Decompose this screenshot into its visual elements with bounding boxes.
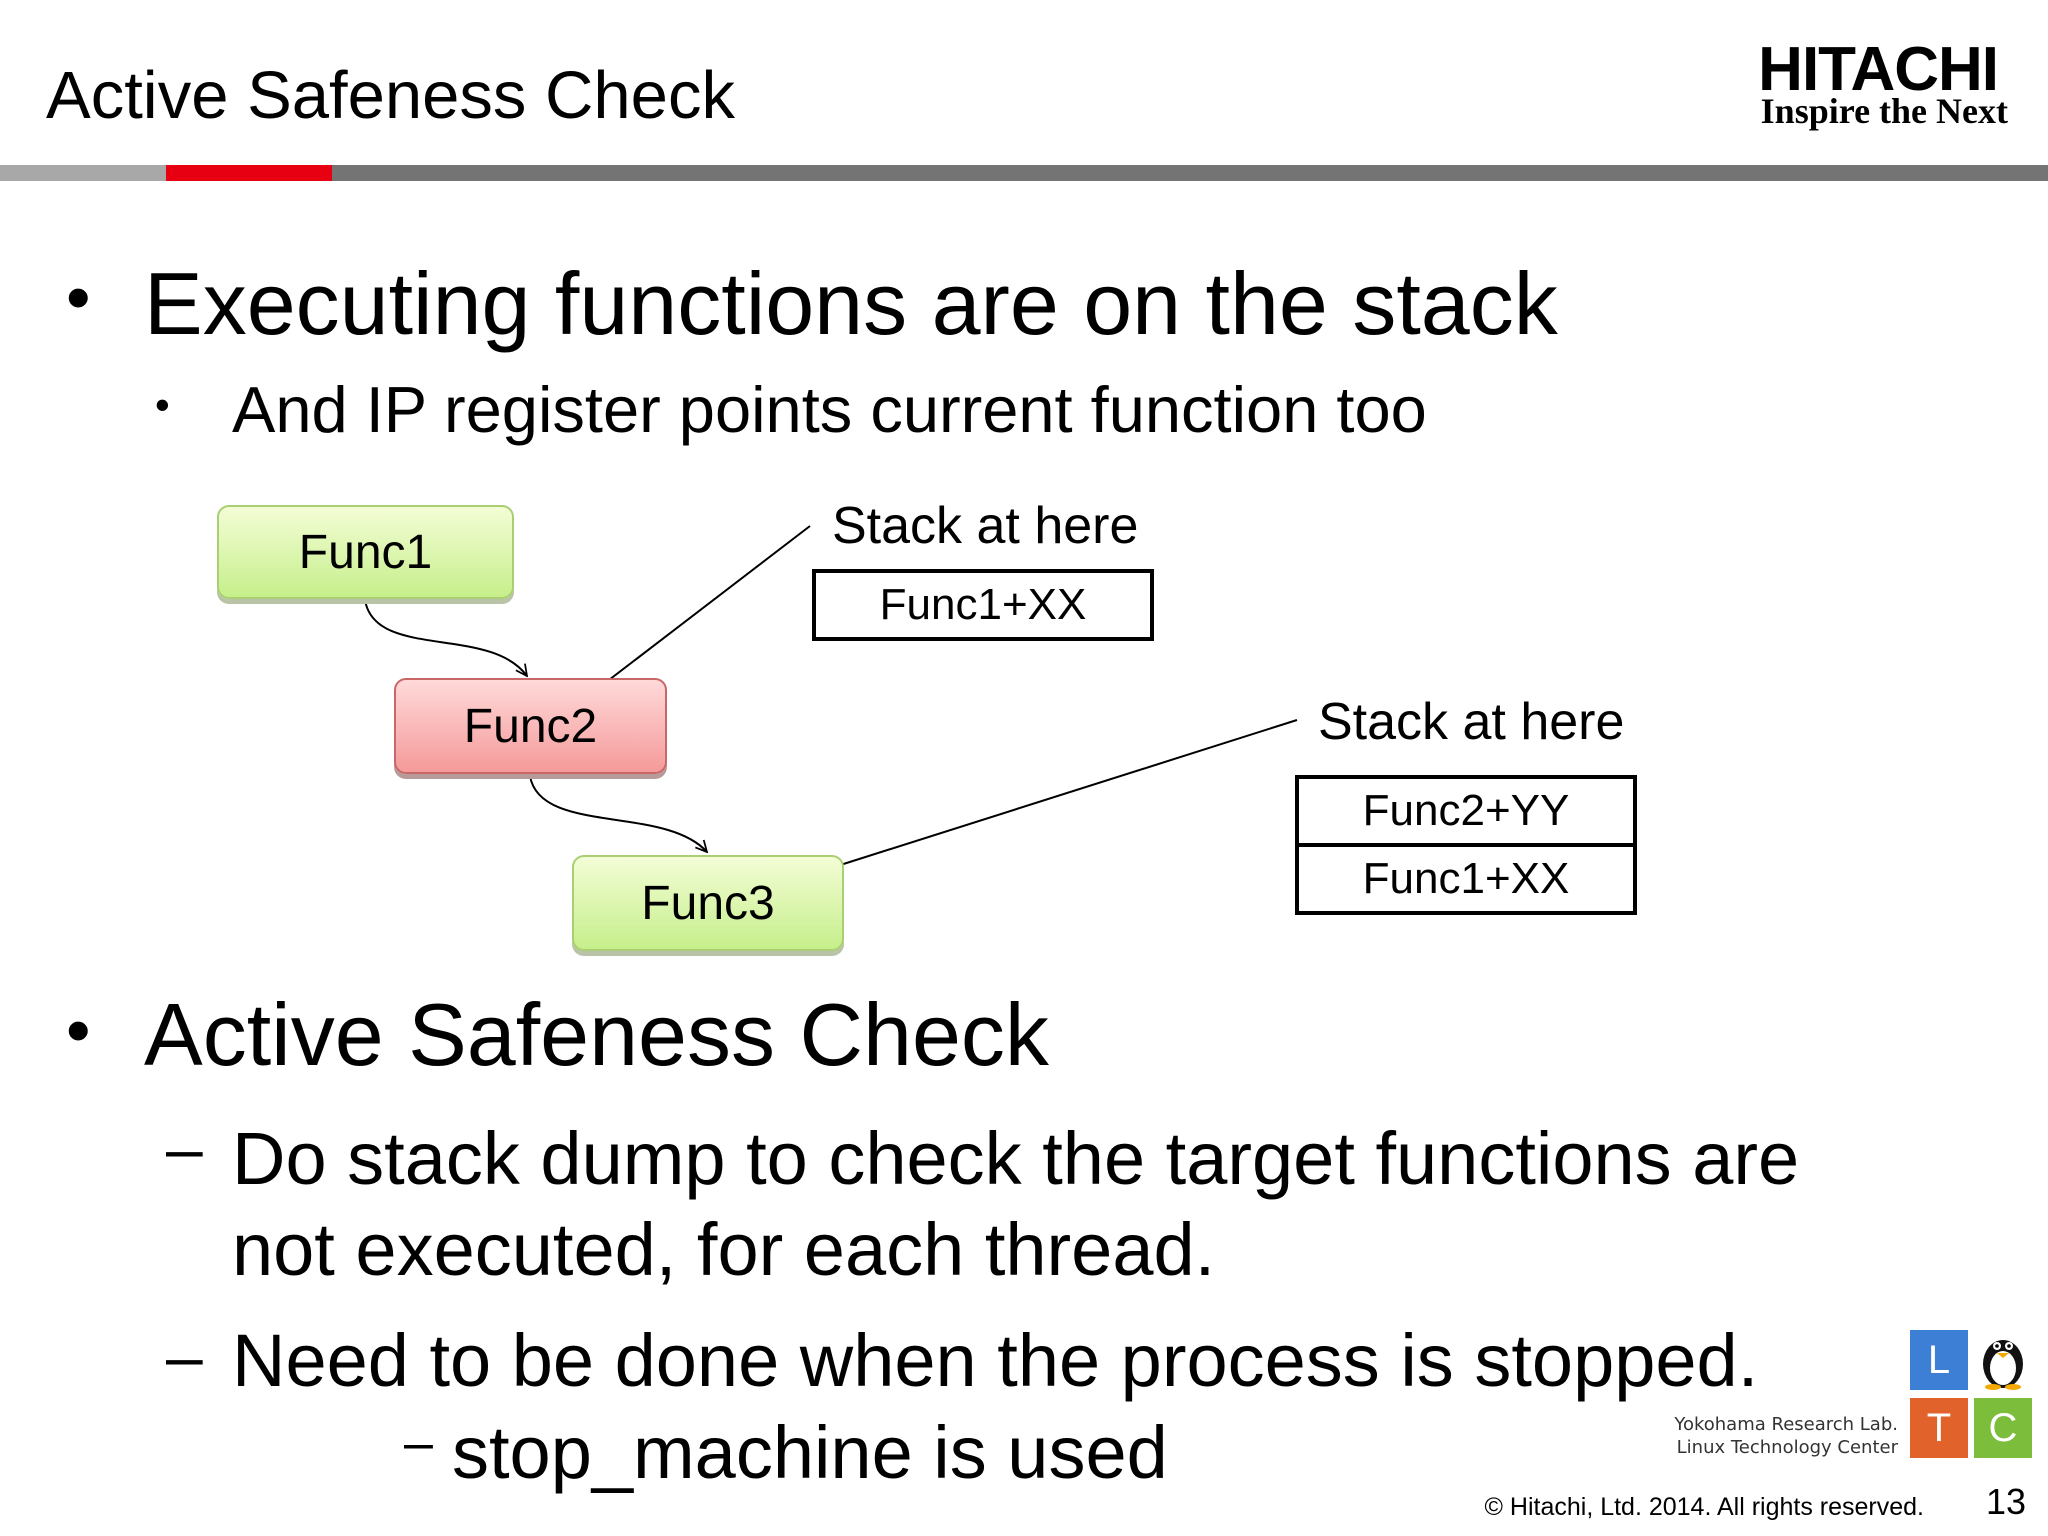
stack1-label: Stack at here bbox=[832, 497, 1139, 555]
header-rule-accent bbox=[166, 165, 332, 181]
ltc-tile-l: L bbox=[1910, 1330, 1968, 1390]
sub-bullet-ip-register: And IP register points current function … bbox=[232, 373, 1427, 446]
penguin-icon bbox=[1983, 1340, 2023, 1390]
ltc-tile-c: C bbox=[1974, 1398, 2032, 1458]
dash-marker: – bbox=[166, 1319, 203, 1393]
stack1-frame: Func1+XX bbox=[812, 569, 1154, 641]
call-arrow-func2-func3 bbox=[529, 775, 707, 852]
sub-dash-marker: – bbox=[404, 1414, 433, 1472]
call-arrow-func1-func2 bbox=[364, 599, 527, 676]
dash-marker: – bbox=[166, 1111, 203, 1185]
lab-center-name: Linux Technology Center bbox=[1676, 1437, 1898, 1458]
page-number: 13 bbox=[1985, 1481, 2026, 1522]
slide-title: Active Safeness Check bbox=[46, 58, 735, 133]
dash-stack-dump-line1: Do stack dump to check the target functi… bbox=[232, 1117, 1800, 1200]
bullet-active-safeness-check: Active Safeness Check bbox=[144, 985, 1049, 1084]
bullet-marker: • bbox=[66, 258, 91, 336]
pointer-stack1-func2 bbox=[592, 525, 811, 693]
func1-box: Func1 bbox=[217, 505, 514, 599]
dash-stack-dump-line2: not executed, for each thread. bbox=[232, 1208, 1216, 1291]
sub-bullet-marker: • bbox=[155, 381, 170, 428]
ltc-tile-t: T bbox=[1910, 1398, 1968, 1458]
stack2-frame-bottom: Func1+XX bbox=[1295, 843, 1637, 915]
header-rule bbox=[0, 165, 2048, 181]
lab-name: Yokohama Research Lab. bbox=[1674, 1414, 1898, 1435]
stack2-label: Stack at here bbox=[1318, 693, 1625, 751]
func2-box: Func2 bbox=[394, 678, 667, 774]
func3-box: Func3 bbox=[572, 855, 844, 951]
sub-dash-stop-machine: stop_machine is used bbox=[452, 1411, 1168, 1494]
dash-process-stopped: Need to be done when the process is stop… bbox=[232, 1319, 1759, 1402]
stack2-frame-top: Func2+YY bbox=[1295, 775, 1637, 847]
brand-tagline: Inspire the Next bbox=[1760, 91, 2008, 131]
bullet-executing-functions: Executing functions are on the stack bbox=[144, 254, 1558, 353]
ltc-logo: L T C bbox=[1910, 1330, 2032, 1460]
brand-logo-name: HITACHI bbox=[1758, 35, 1999, 104]
pointer-stack2-func3 bbox=[812, 719, 1298, 874]
header-rule-left-segment bbox=[0, 165, 166, 181]
bullet-marker: • bbox=[66, 991, 91, 1069]
copyright-notice: © Hitachi, Ltd. 2014. All rights reserve… bbox=[1484, 1493, 1924, 1521]
